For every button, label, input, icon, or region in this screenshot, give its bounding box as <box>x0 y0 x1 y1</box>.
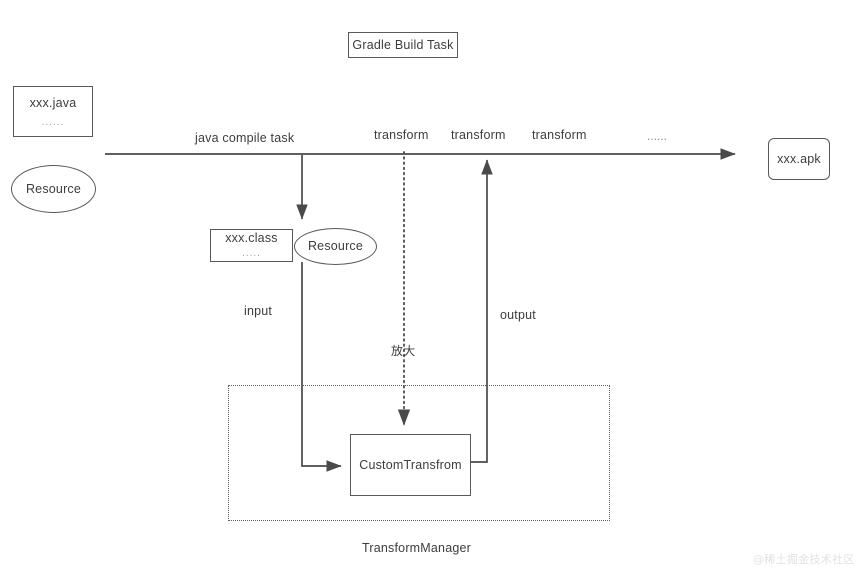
output-wire <box>471 159 493 463</box>
java-compile-task-caption: java compile task <box>195 131 295 145</box>
transform-caption-1: transform <box>374 128 429 142</box>
gradle-build-task-box: Gradle Build Task <box>348 32 458 58</box>
transform-caption-3: transform <box>532 128 587 142</box>
class-resource-ellipse: Resource <box>294 228 377 265</box>
transform-caption-2: transform <box>451 128 506 142</box>
source-java-ellipsis: ...... <box>41 116 65 128</box>
class-file-label: xxx.class <box>225 230 278 245</box>
apk-box: xxx.apk <box>768 138 830 180</box>
source-resource-ellipse: Resource <box>11 165 96 213</box>
gradle-build-task-label: Gradle Build Task <box>352 37 454 52</box>
source-java-label: xxx.java <box>29 95 77 110</box>
apk-label: xxx.apk <box>777 151 821 166</box>
custom-transform-box: CustomTransfrom <box>350 434 471 496</box>
timeline-ellipsis-caption: ...... <box>647 129 668 143</box>
class-file-ellipsis: ..... <box>242 247 261 259</box>
source-resource-label: Resource <box>25 181 82 196</box>
output-caption: output <box>500 308 536 322</box>
transform-manager-caption: TransformManager <box>362 541 472 555</box>
site-watermark: @稀土掘金技术社区 <box>753 553 855 566</box>
class-file-box: xxx.class ..... <box>210 229 293 262</box>
transform-manager-container <box>228 385 610 521</box>
input-wire <box>301 262 342 472</box>
zoom-in-caption: 放大 <box>391 344 416 358</box>
source-java-box: xxx.java ...... <box>13 86 93 137</box>
class-resource-label: Resource <box>307 239 364 253</box>
input-caption: input <box>244 304 273 318</box>
custom-transform-label: CustomTransfrom <box>359 457 462 472</box>
